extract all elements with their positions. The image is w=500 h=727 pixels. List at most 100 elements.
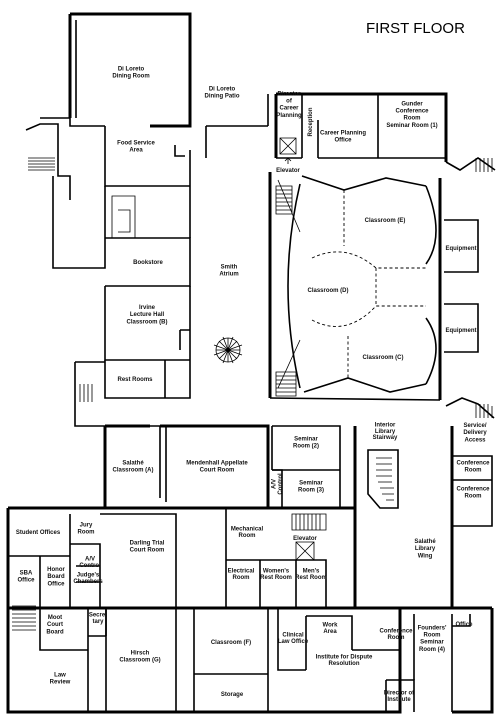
room-label-line: Seminar <box>299 481 323 487</box>
room-label-line: Seminar <box>420 640 444 646</box>
room-label-line: Board <box>47 574 65 580</box>
room-label-line: Conference <box>379 629 413 635</box>
atrium-tree-icon <box>213 336 243 364</box>
room-label-line: Court Room <box>200 468 235 474</box>
west-stair-mid-treads <box>79 384 93 402</box>
room-label-line: Room <box>233 575 250 581</box>
room-label-line: Hirsch <box>131 651 150 657</box>
room-label-line: Career <box>279 106 299 112</box>
room-label-line: Classroom (E) <box>365 218 406 224</box>
west-stair-mid-wall <box>74 361 190 427</box>
room-label-line: Clinical <box>282 633 304 639</box>
room-label-line: Elevator <box>293 536 317 542</box>
east-stair-top <box>445 157 496 171</box>
equipment-box-bottom <box>444 303 479 353</box>
room-label-line: Office <box>334 138 352 144</box>
conference-room-east-wall <box>452 455 493 527</box>
room-label-equipment-2: Equipment <box>446 328 477 334</box>
room-label-line: Delivery <box>463 430 487 436</box>
room-label-line: Conference <box>456 461 490 467</box>
elevator-top-arrow <box>284 157 292 164</box>
room-label-line: Dining Room <box>112 74 149 80</box>
room-label-classroom-c: Classroom (C) <box>362 355 403 361</box>
room-label-line: Wing <box>418 553 433 559</box>
room-label-line: Career Planning <box>320 131 366 137</box>
room-label-line: Room <box>424 633 441 639</box>
room-label-line: Institute <box>387 697 411 703</box>
room-label-line: Classroom (C) <box>362 355 403 361</box>
room-label-line: Office <box>455 622 473 628</box>
room-label-line: Library <box>375 429 396 435</box>
floor-title: FIRST FLOOR <box>366 20 465 37</box>
auditorium-east-curve-bottom <box>425 317 437 385</box>
room-label-secretary: Secre-tary <box>89 613 107 625</box>
rest-rooms-wall <box>104 360 191 399</box>
room-label-line: Women's <box>263 569 290 575</box>
room-label-line: Conference <box>395 109 429 115</box>
hirsch-classroom-wall <box>105 608 194 713</box>
mechanical-room-wall <box>225 508 327 608</box>
room-label-classroom-e: Classroom (E) <box>365 218 406 224</box>
auditorium-outer-wall <box>268 172 442 400</box>
auditorium-stairs-west-bottom <box>275 371 297 397</box>
room-label-line: Rest Rooms <box>117 377 153 383</box>
room-label-line: Law Office <box>278 639 309 645</box>
library-stair <box>367 449 399 509</box>
room-label-line: Room <box>404 116 421 122</box>
av-control-box <box>272 469 283 508</box>
room-label-line: Room <box>465 468 482 474</box>
student-offices-wall <box>8 514 71 608</box>
moot-court-wall <box>39 608 107 712</box>
room-label-line: Office <box>17 578 35 584</box>
room-label-line: Atrium <box>219 272 238 278</box>
room-label-elevator-bottom: Elevator <box>293 536 317 542</box>
career-planning-outer-wall <box>274 92 448 162</box>
room-label-line: Mendenhall Appellate <box>186 461 248 467</box>
west-stair-treads-top <box>28 157 55 171</box>
room-label-line: Director of <box>384 691 415 697</box>
room-label-elevator-top: Elevator <box>276 168 300 174</box>
auditorium-top-wall <box>301 175 427 191</box>
room-label-line: Irvine <box>139 305 156 311</box>
room-label-line: Secre- <box>89 613 107 619</box>
room-label-reception: Reception <box>308 107 314 136</box>
room-label-line: Lecture Hall <box>130 312 165 318</box>
room-label-line: Di Loreto <box>118 67 145 73</box>
room-label-line: Salathé <box>122 461 144 467</box>
room-label-line: Area <box>323 629 337 635</box>
dining-room-wall <box>68 12 192 128</box>
room-label-line: Founders' <box>418 625 447 631</box>
west-stair-bottom-treads <box>12 605 36 631</box>
east-stair-mid-treads <box>475 404 493 418</box>
room-label-line: Student Offices <box>16 530 61 536</box>
room-label-line: Court <box>47 622 63 628</box>
bookstore-wall <box>105 237 191 287</box>
room-label-line: Institute for Dispute <box>316 655 373 661</box>
room-label-line: Review <box>50 680 71 686</box>
east-stair-top-treads <box>475 158 493 172</box>
room-label-line: A/V <box>272 479 278 489</box>
room-label-line: Dining Patio <box>205 94 240 100</box>
